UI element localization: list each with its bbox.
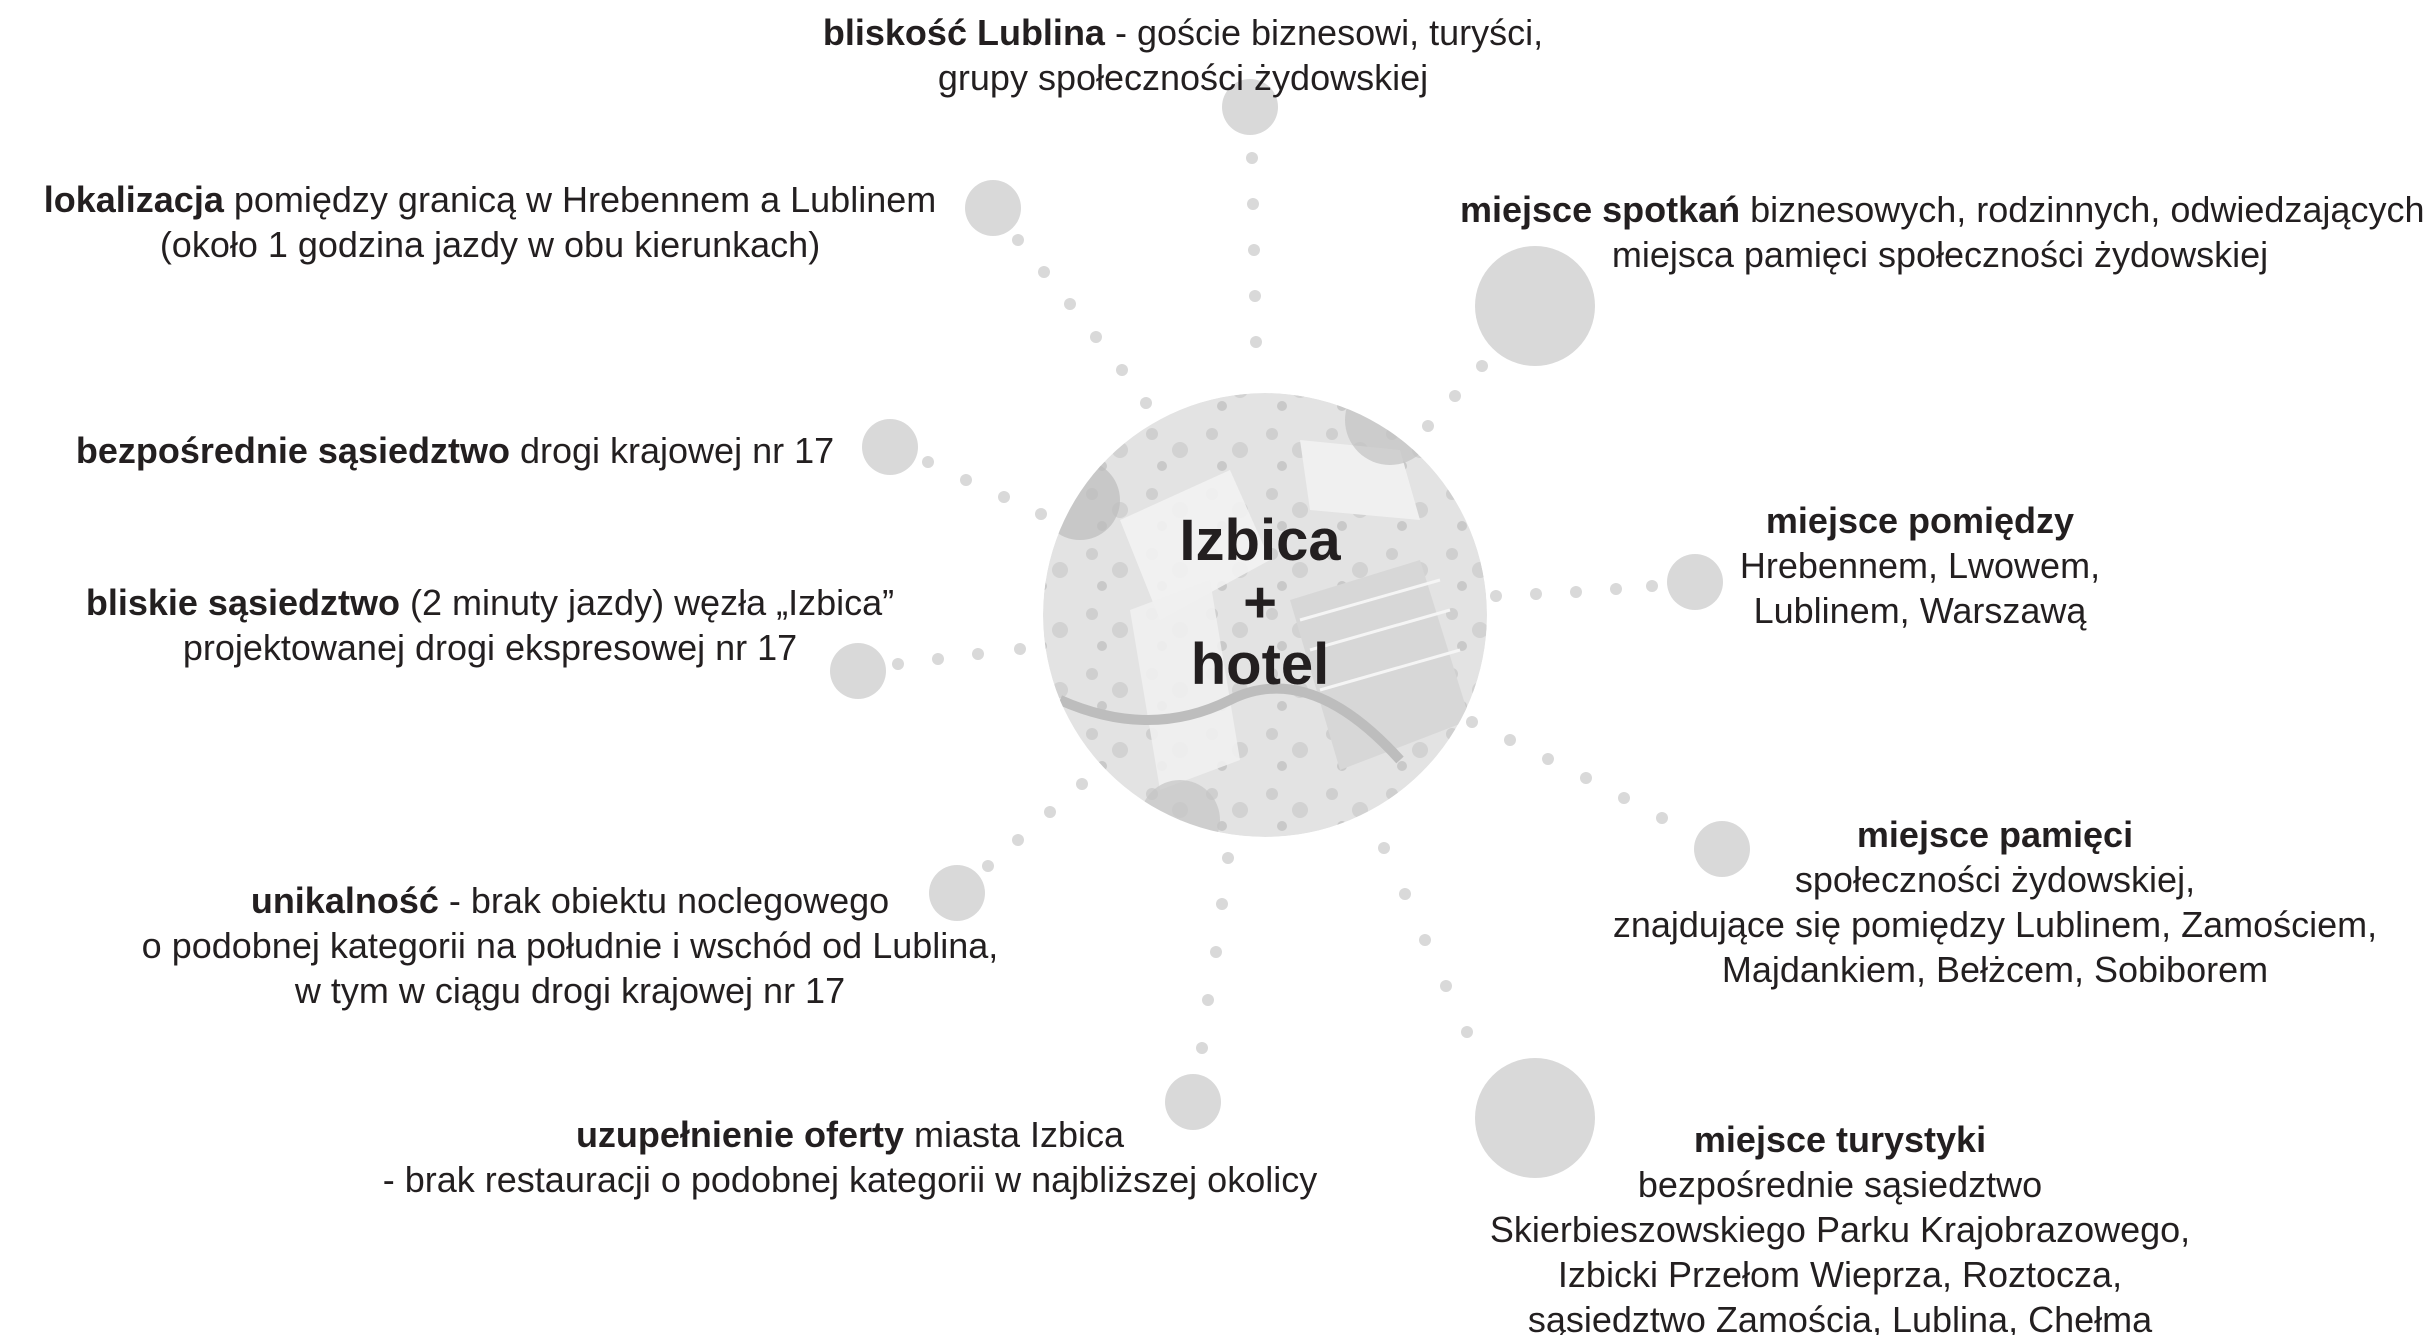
- label-uniqueness-line3: w tym w ciągu drogi krajowej nr 17: [294, 970, 846, 1011]
- label-place-between-line2: Hrebennem, Lwowem,: [1739, 545, 2101, 586]
- label-location-rest: pomiędzy granicą w Hrebennem a Lublinem: [223, 179, 937, 220]
- center-title: Izbica + hotel: [1110, 510, 1410, 696]
- label-memorial-place-line3: znajdujące się pomiędzy Lublinem, Zamośc…: [1612, 904, 2378, 945]
- label-uniqueness-line2: o podobnej kategorii na południe i wschó…: [141, 925, 999, 966]
- label-junction-neighbourhood-rest: (2 minuty jazdy) węzła „Izbica”: [399, 582, 895, 623]
- label-tourism-place-line2: bezpośrednie sąsiedztwo: [1637, 1164, 2043, 1205]
- label-lublin-proximity-rest: - goście biznesowi, turyści,: [1104, 12, 1544, 53]
- node-circle-offer-supplement: [1165, 1074, 1221, 1130]
- connector-junction-neighbourhood: [892, 643, 1026, 670]
- label-junction-neighbourhood-bold: bliskie sąsiedztwo: [85, 582, 400, 623]
- label-location-line1: lokalizacja pomiędzy granicą w Hrebennem…: [20, 177, 960, 222]
- label-offer-supplement-line1: uzupełnienie oferty miasta Izbica: [350, 1112, 1350, 1157]
- label-road-neighbourhood-bold: bezpośrednie sąsiedztwo: [75, 430, 510, 471]
- label-place-between: miejsce pomiędzy Hrebennem, Lwowem, Lubl…: [1720, 498, 2120, 633]
- label-lublin-proximity-bold: bliskość Lublina: [822, 12, 1105, 53]
- label-meeting-place-rest: biznesowych, rodzinnych, odwiedzających: [1740, 189, 2425, 230]
- label-place-between-bold: miejsce pomiędzy: [1765, 500, 2075, 541]
- label-meeting-place-line2: miejsca pamięci społeczności żydowskiej: [1611, 234, 2269, 275]
- connector-location: [1012, 234, 1152, 409]
- label-junction-neighbourhood: bliskie sąsiedztwo (2 minuty jazdy) węzł…: [60, 580, 920, 670]
- label-uniqueness-line1: unikalność - brak obiektu noclegowego: [110, 878, 1030, 923]
- connector-tourism-place: [1378, 842, 1473, 1038]
- node-circle-junction-neighbourhood: [830, 643, 886, 699]
- center-title-line3: hotel: [1190, 632, 1330, 697]
- center-title-line2: +: [1243, 570, 1277, 635]
- label-meeting-place-bold: miejsce spotkań: [1460, 189, 1741, 230]
- label-location: lokalizacja pomiędzy granicą w Hrebennem…: [20, 177, 960, 267]
- connector-lublin-proximity: [1246, 152, 1262, 348]
- label-tourism-place-line5: sąsiedztwo Zamościa, Lublina, Chełma: [1527, 1299, 2153, 1335]
- connector-place-between: [1490, 580, 1658, 602]
- center-title-line1: Izbica: [1179, 508, 1341, 573]
- label-meeting-place-line1: miejsce spotkań biznesowych, rodzinnych,…: [1460, 187, 2424, 232]
- label-location-bold: lokalizacja: [43, 179, 224, 220]
- label-offer-supplement-rest: miasta Izbica: [903, 1114, 1125, 1155]
- label-location-line2: (około 1 godzina jazdy w obu kierunkach): [159, 224, 821, 265]
- label-lublin-proximity-line2: grupy społeczności żydowskiej: [937, 57, 1429, 98]
- label-uniqueness-bold: unikalność: [250, 880, 439, 921]
- label-lublin-proximity-line1: bliskość Lublina - goście biznesowi, tur…: [793, 10, 1573, 55]
- label-road-neighbourhood-rest: drogi krajowej nr 17: [509, 430, 835, 471]
- label-tourism-place-line4: Izbicki Przełom Wieprza, Roztocza,: [1557, 1254, 2123, 1295]
- connector-meeting-place: [1422, 360, 1488, 432]
- label-lublin-proximity: bliskość Lublina - goście biznesowi, tur…: [793, 10, 1573, 100]
- label-memorial-place-line2: społeczności żydowskiej,: [1794, 859, 2196, 900]
- label-place-between-line1: miejsce pomiędzy: [1720, 498, 2120, 543]
- label-memorial-place-line4: Majdankiem, Bełżcem, Sobiborem: [1721, 949, 2269, 990]
- label-junction-neighbourhood-line2: projektowanej drogi ekspresowej nr 17: [182, 627, 798, 668]
- label-offer-supplement-bold: uzupełnienie oferty: [575, 1114, 904, 1155]
- node-circle-memorial-place: [1694, 821, 1750, 877]
- node-circle-place-between: [1667, 554, 1723, 610]
- connector-uniqueness: [982, 778, 1088, 872]
- node-circle-uniqueness: [929, 865, 985, 921]
- node-circle-lublin-proximity: [1222, 79, 1278, 135]
- node-circle-road-neighbourhood: [862, 419, 918, 475]
- label-tourism-place-line1: miejsce turystyki: [1430, 1117, 2250, 1162]
- label-offer-supplement-line2: - brak restauracji o podobnej kategorii …: [382, 1159, 1318, 1200]
- label-place-between-line3: Lublinem, Warszawą: [1753, 590, 2087, 631]
- label-tourism-place-line3: Skierbieszowskiego Parku Krajobrazowego,: [1489, 1209, 2191, 1250]
- connector-road-neighbourhood: [922, 456, 1047, 520]
- node-circle-meeting-place: [1475, 246, 1595, 366]
- label-meeting-place: miejsce spotkań biznesowych, rodzinnych,…: [1460, 187, 2424, 277]
- label-road-neighbourhood-line1: bezpośrednie sąsiedztwo drogi krajowej n…: [50, 428, 860, 473]
- label-memorial-place-line1: miejsce pamięci: [1575, 812, 2415, 857]
- label-junction-neighbourhood-line1: bliskie sąsiedztwo (2 minuty jazdy) węzł…: [60, 580, 920, 625]
- label-memorial-place-bold: miejsce pamięci: [1856, 814, 2134, 855]
- label-road-neighbourhood: bezpośrednie sąsiedztwo drogi krajowej n…: [50, 428, 860, 473]
- connector-memorial-place: [1466, 716, 1668, 824]
- node-circle-location: [965, 180, 1021, 236]
- label-offer-supplement: uzupełnienie oferty miasta Izbica - brak…: [350, 1112, 1350, 1202]
- connector-offer-supplement: [1196, 852, 1234, 1054]
- label-tourism-place: miejsce turystyki bezpośrednie sąsiedztw…: [1430, 1117, 2250, 1335]
- label-tourism-place-bold: miejsce turystyki: [1693, 1119, 1987, 1160]
- node-circle-tourism-place: [1475, 1058, 1595, 1178]
- label-uniqueness-rest: - brak obiektu noclegowego: [438, 880, 890, 921]
- label-memorial-place: miejsce pamięci społeczności żydowskiej,…: [1575, 812, 2415, 992]
- label-uniqueness: unikalność - brak obiektu noclegowego o …: [110, 878, 1030, 1013]
